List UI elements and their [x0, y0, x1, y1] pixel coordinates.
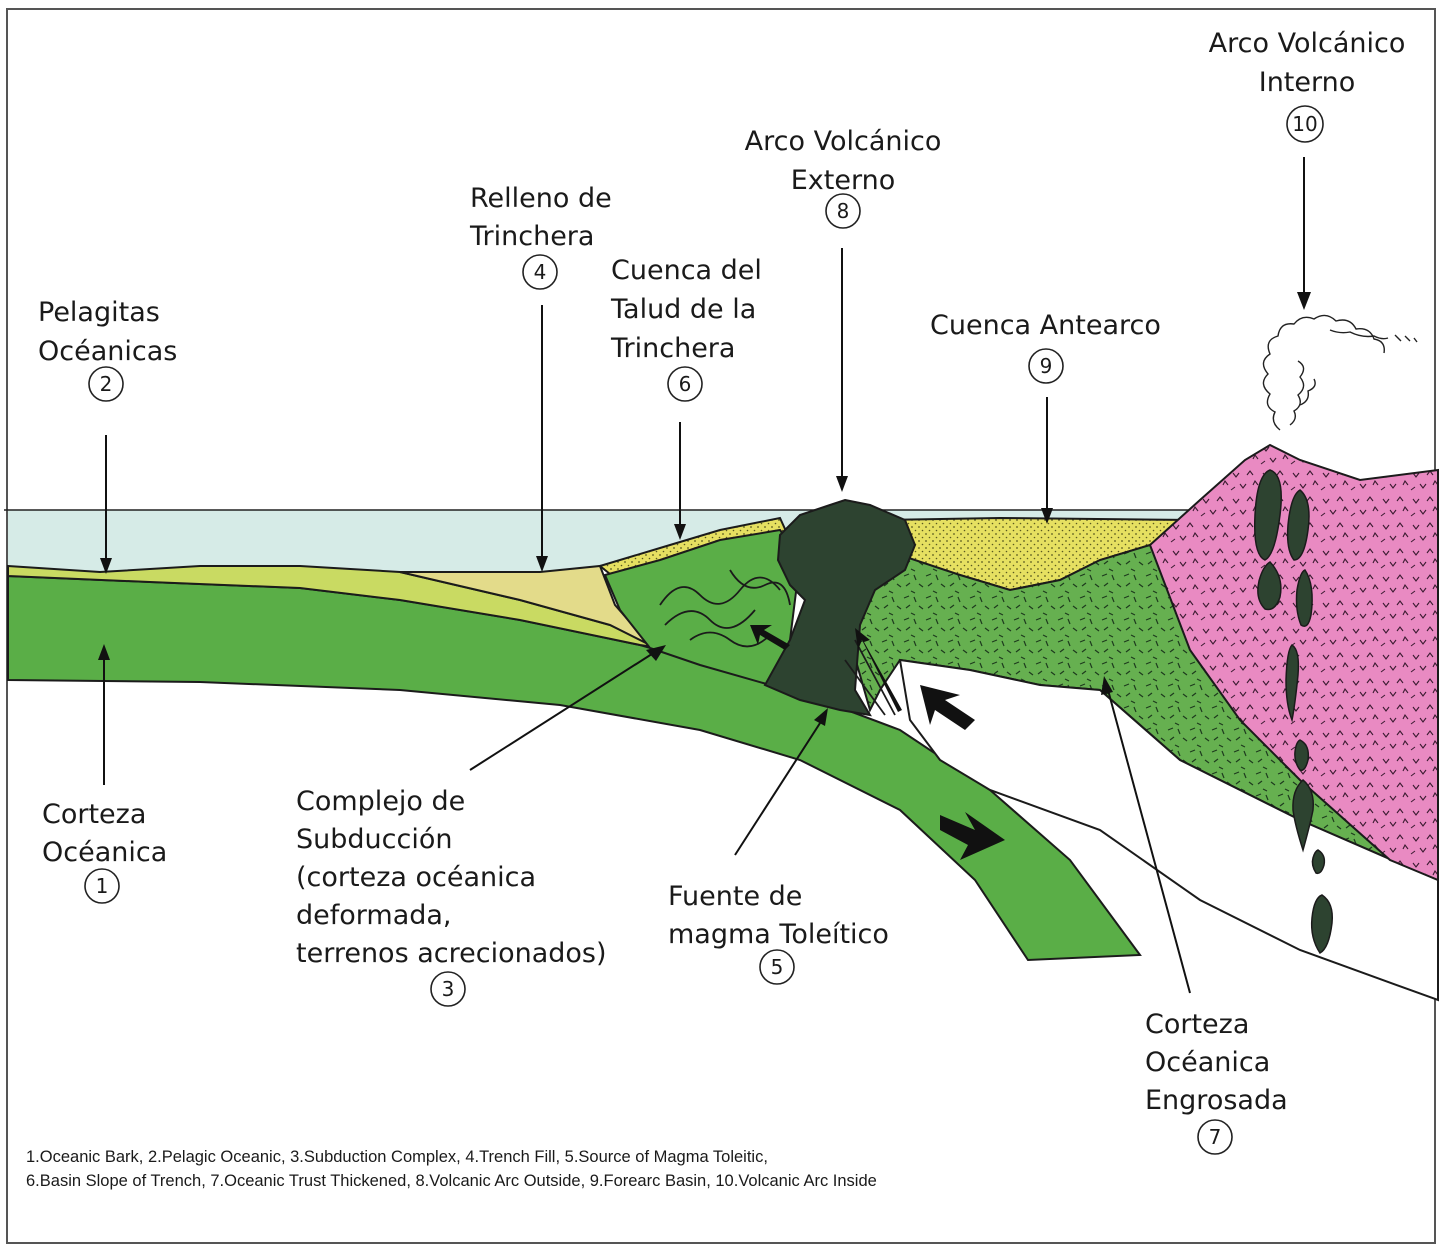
label-3-line-5: terrenos acrecionados)	[296, 938, 607, 969]
label-relleno-trinchera: Relleno de Trinchera 4	[469, 183, 612, 289]
label-2-line-1: Pelagitas	[38, 297, 160, 328]
label-3-line-4: deformada,	[296, 900, 452, 931]
label-5-line-1: Fuente de	[668, 881, 802, 912]
label-pelagitas-oceanicas: Pelagitas Océanicas 2	[38, 297, 177, 401]
magma-blob	[1295, 740, 1308, 770]
label-10-line-1: Arco Volcánico	[1209, 28, 1406, 59]
label-8-line-1: Arco Volcánico	[745, 126, 942, 157]
label-cuenca-antearco: Cuenca Antearco 9	[930, 310, 1161, 383]
number-6: 6	[679, 372, 692, 396]
number-7: 7	[1209, 1125, 1222, 1149]
number-8: 8	[837, 199, 850, 223]
label-2-line-2: Océanicas	[38, 336, 177, 367]
label-6-line-1: Cuenca del	[611, 255, 762, 286]
label-10-line-2: Interno	[1259, 67, 1356, 98]
number-10: 10	[1292, 112, 1317, 136]
label-3-line-3: (corteza océanica	[296, 862, 536, 893]
legend-line-1: 1.Oceanic Bark, 2.Pelagic Oceanic, 3.Sub…	[26, 1148, 768, 1166]
legend-line-2: 6.Basin Slope of Trench, 7.Oceanic Trust…	[26, 1172, 877, 1190]
legend: 1.Oceanic Bark, 2.Pelagic Oceanic, 3.Sub…	[26, 1148, 877, 1190]
number-1: 1	[96, 874, 109, 898]
label-3-line-2: Subducción	[296, 824, 452, 855]
label-1-line-2: Océanica	[42, 837, 167, 868]
label-corteza-oceanica: Corteza Océanica 1	[42, 799, 167, 903]
number-3: 3	[442, 977, 455, 1001]
label-arco-externo: Arco Volcánico Externo 8	[745, 126, 942, 228]
label-8-line-2: Externo	[791, 165, 896, 196]
label-6-line-3: Trinchera	[610, 333, 735, 364]
number-2: 2	[100, 372, 113, 396]
label-5-line-2: magma Toleítico	[668, 919, 889, 950]
label-6-line-2: Talud de la	[610, 294, 756, 325]
eruption-cloud	[1263, 315, 1417, 430]
label-7-line-2: Océanica	[1145, 1047, 1270, 1078]
label-4-line-1: Relleno de	[470, 183, 612, 214]
label-9-line-1: Cuenca Antearco	[930, 310, 1161, 341]
label-7-line-3: Engrosada	[1145, 1085, 1288, 1116]
label-arco-interno: Arco Volcánico Interno 10	[1209, 28, 1406, 142]
number-9: 9	[1040, 354, 1053, 378]
label-4-line-2: Trinchera	[469, 221, 594, 252]
label-1-line-1: Corteza	[42, 799, 146, 830]
label-3-line-1: Complejo de	[296, 786, 465, 817]
label-cuenca-talud: Cuenca del Talud de la Trinchera 6	[610, 255, 762, 401]
label-complejo-subduccion: Complejo de Subducción (corteza océanica…	[296, 786, 607, 1006]
magma-blob	[1312, 850, 1324, 873]
number-4: 4	[534, 260, 547, 284]
number-5: 5	[771, 955, 784, 979]
label-fuente-magma: Fuente de magma Toleítico 5	[668, 881, 889, 984]
label-corteza-engrosada: Corteza Océanica Engrosada 7	[1145, 1009, 1288, 1154]
label-7-line-1: Corteza	[1145, 1009, 1249, 1040]
